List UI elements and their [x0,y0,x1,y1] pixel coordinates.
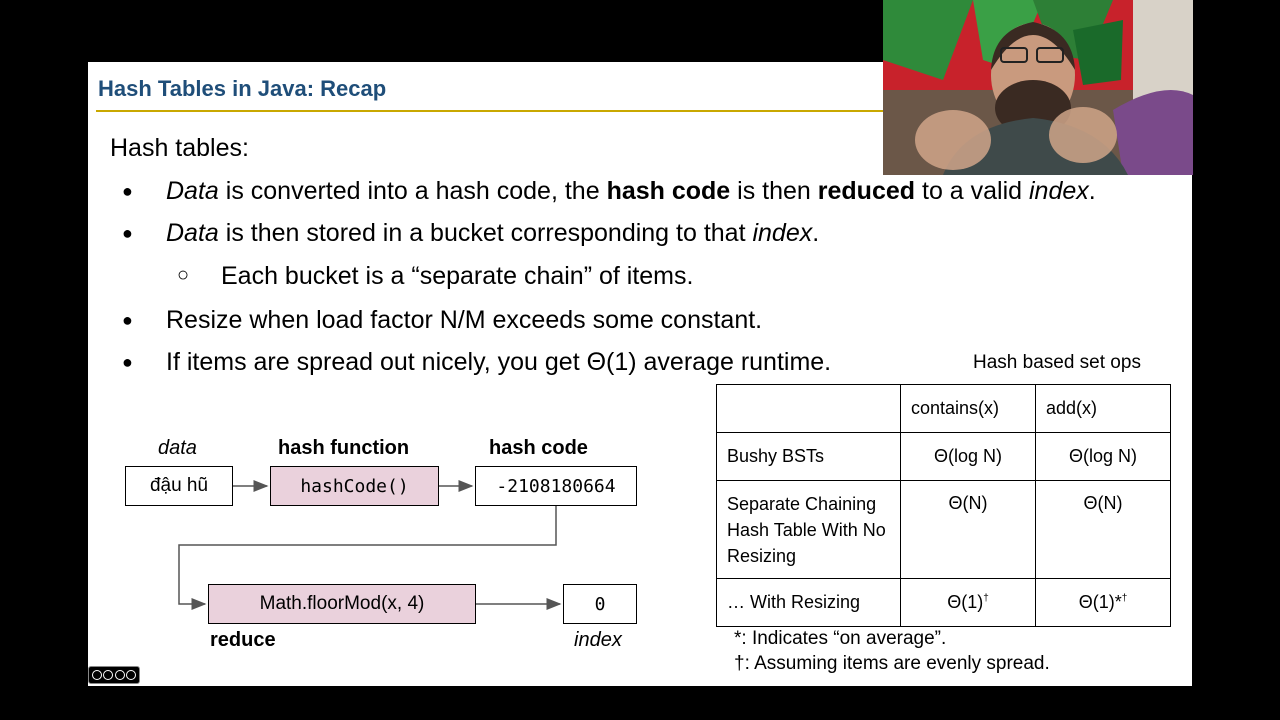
hash-function-box: hashCode() [270,466,439,506]
creative-commons-icon [88,666,140,684]
title-divider [96,110,1186,112]
row-add: Θ(log N) [1035,432,1171,481]
table-row: … With Resizing Θ(1)† Θ(1)*† [716,578,1171,627]
header-cell-empty [716,384,901,433]
input-data-box: đậu hũ [125,466,233,506]
hash-code-box: -2108180664 [475,466,637,506]
sub-bullet-ring: ○ [177,264,190,286]
row-add: Θ(1)*† [1035,578,1171,627]
webcam-video [883,0,1193,175]
footnote-average: *: Indicates “on average”. [734,628,947,649]
bullet-dot: ● [122,310,133,330]
table-row: Separate Chaining Hash Table With No Res… [716,480,1171,579]
table-header-row: contains(x) add(x) [716,384,1171,433]
row-contains: Θ(log N) [900,432,1036,481]
bullet-2: ● Data is then stored in a bucket corres… [122,219,820,247]
diagram-arrows [178,480,562,610]
row-add: Θ(N) [1035,480,1171,579]
row-contains: Θ(1)† [900,578,1036,627]
row-name: … With Resizing [716,578,901,627]
bullet-2-sub: ○ Each bucket is a “separate chain” of i… [177,262,694,290]
row-name: Bushy BSTs [716,432,901,481]
bullet-dot: ● [122,352,133,372]
label-reduce: reduce [210,629,276,651]
set-ops-table: contains(x) add(x) Bushy BSTs Θ(log N) Θ… [716,384,1171,627]
table-caption: Hash based set ops [973,352,1141,373]
bullet-4: ● If items are spread out nicely, you ge… [122,348,832,376]
bullet-dot: ● [122,181,133,201]
table-row: Bushy BSTs Θ(log N) Θ(log N) [716,432,1171,481]
slide-heading: Hash tables: [110,134,249,162]
label-data: data [158,437,197,459]
footnote-evenly-spread: †: Assuming items are evenly spread. [734,653,1050,674]
slide-title: Hash Tables in Java: Recap [98,76,387,101]
header-add: add(x) [1035,384,1171,433]
header-contains: contains(x) [900,384,1036,433]
row-contains: Θ(N) [900,480,1036,579]
label-index: index [574,629,622,651]
reduce-function-box: Math.floorMod(x, 4) [208,584,476,624]
arrow-code-to-reduce [178,506,557,610]
bullet-3: ● Resize when load factor N/M exceeds so… [122,306,763,334]
bullet-dot: ● [122,223,133,243]
bullet-1: ● Data is converted into a hash code, th… [122,177,1096,205]
label-hash-code: hash code [489,437,588,459]
webcam-frame [883,0,1193,175]
index-box: 0 [563,584,637,624]
row-name: Separate Chaining Hash Table With No Res… [716,480,901,579]
label-hash-function: hash function [278,437,410,459]
